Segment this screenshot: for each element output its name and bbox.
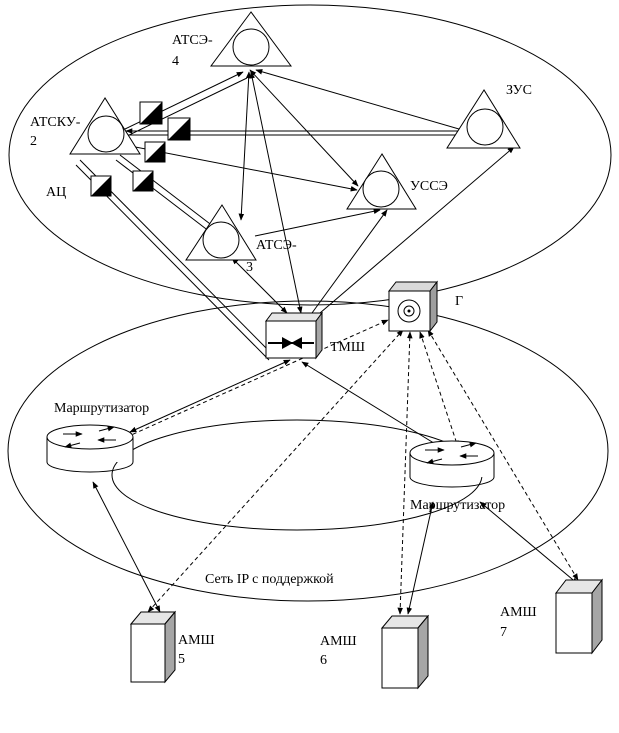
label-atse3-a: АТСЭ- [256,238,297,253]
label-zus: ЗУС [506,83,532,98]
label-amsh5-a: АМШ [178,633,215,648]
label-amsh7-b: 7 [500,625,507,640]
amsh6-server [380,614,430,690]
ec-square-5 [132,170,154,192]
ec-square-1 [139,101,163,125]
ec-square-4 [90,175,112,197]
pstn-network-ellipse [8,4,612,306]
node-atse4 [210,11,292,67]
label-atse4-b: 4 [172,54,179,69]
router-right [409,440,495,488]
echo-cancellers [90,101,191,197]
label-router-left: Маршрутизатор [54,401,149,416]
label-atse4-a: АТСЭ- [172,33,213,48]
label-atsku-b: 2 [30,134,37,149]
label-ip-network: Сеть IP с поддержкой [205,572,334,587]
label-usse: УССЭ [410,179,448,194]
amsh5-server [129,610,177,684]
label-amsh6-b: 6 [320,653,327,668]
label-atsku-a: АТСКУ- [30,115,81,130]
node-atsku2 [69,97,141,155]
gateway-node [387,280,439,333]
signalling-links [119,319,579,615]
label-amsh6-a: АМШ [320,634,357,649]
ec-square-2 [167,117,191,141]
node-zus [446,89,521,149]
amsh7-server [554,578,604,655]
label-atse3-b: 3 [246,260,253,275]
node-usse [346,153,417,210]
ip-links [92,359,579,615]
label-amsh5-b: 5 [178,652,185,667]
label-router-right: Маршрутизатор [410,498,505,513]
label-amsh7-a: АМШ [500,605,537,620]
label-tmsh: ТМШ [330,340,365,355]
node-atse3 [185,204,257,261]
label-ac: АЦ [46,185,66,200]
ec-square-3 [144,141,166,163]
label-g: Г [455,294,463,309]
router-left [46,424,134,473]
tmsh-node [265,311,323,360]
